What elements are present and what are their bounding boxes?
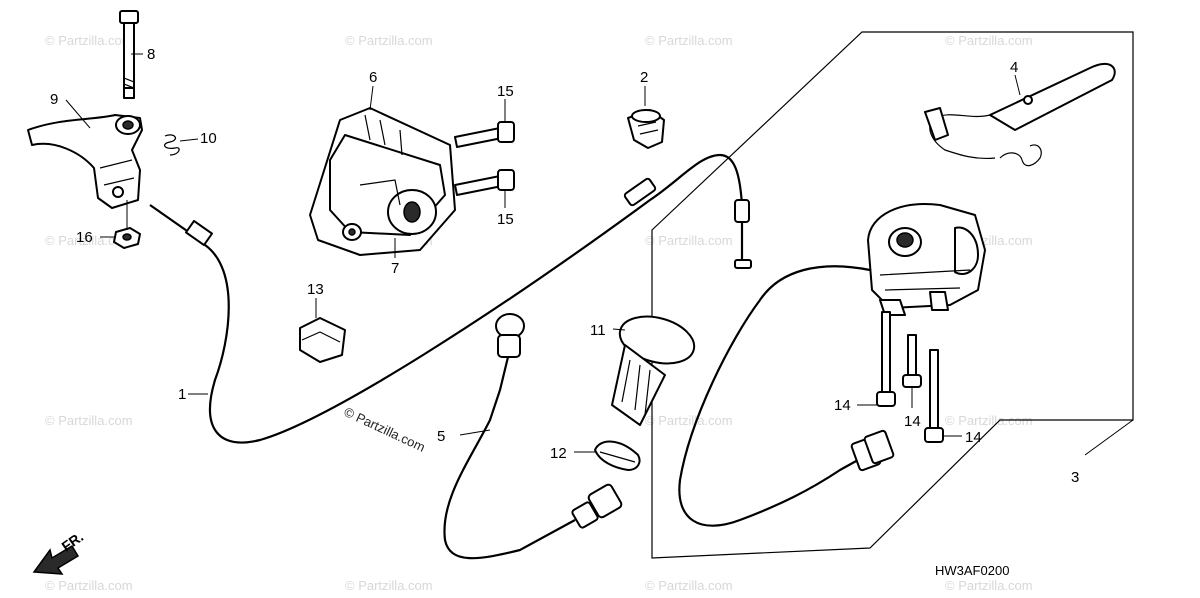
callout-label: 10 xyxy=(200,130,217,147)
callout-label: 15 xyxy=(497,83,514,100)
callout-label: 2 xyxy=(640,69,648,86)
callout-label: 8 xyxy=(147,46,155,63)
front-direction-arrow: FR. xyxy=(32,528,87,575)
leader-line xyxy=(1084,419,1134,456)
bolt-part-8 xyxy=(119,10,139,99)
watermark: © Partzilla.com xyxy=(645,233,733,248)
clamp-band-part-12 xyxy=(594,440,641,471)
callout-label: 9 xyxy=(50,91,58,108)
nut-part-16 xyxy=(113,200,141,249)
callout-label: 11 xyxy=(590,322,606,339)
leader-lines xyxy=(65,53,1021,453)
callout-label: 14 xyxy=(965,429,982,446)
watermark: © Partzilla.com xyxy=(645,413,733,428)
spring-part-10 xyxy=(163,134,180,156)
watermark: © Partzilla.com xyxy=(945,33,1033,48)
watermark: © Partzilla.com xyxy=(945,578,1033,593)
callout-label: 15 xyxy=(497,211,514,228)
watermark: © Partzilla.com xyxy=(45,33,133,48)
direction-label: FR. xyxy=(59,528,87,554)
cap-part-13 xyxy=(299,317,346,363)
watermark: © Partzilla.com xyxy=(945,413,1033,428)
screw-part-14 xyxy=(924,349,944,443)
callout-label: 3 xyxy=(1071,469,1079,486)
callout-label: 4 xyxy=(1010,59,1018,76)
throttle-cable-part-1 xyxy=(149,153,752,444)
switch-assembly-part-3 xyxy=(678,203,986,527)
screw-part-14 xyxy=(902,334,922,388)
callout-label: 7 xyxy=(391,260,399,277)
callout-label: 16 xyxy=(76,229,93,246)
callout-label: 12 xyxy=(550,445,567,462)
throttle-lever-part-9 xyxy=(27,114,143,209)
lanyard-part-4 xyxy=(924,62,1116,167)
callout-label: 5 xyxy=(437,428,445,445)
grommet-part-2 xyxy=(627,109,665,149)
watermark: © Partzilla.com xyxy=(345,33,433,48)
screw-part-14 xyxy=(876,311,896,407)
watermark: © Partzilla.com xyxy=(45,578,133,593)
drawing-code: HW3AF0200 xyxy=(935,563,1009,578)
screw-part-15 xyxy=(454,169,515,196)
callout-label: 14 xyxy=(904,413,921,430)
callout-label: 13 xyxy=(307,281,324,298)
wire-harness-part-5 xyxy=(443,313,623,560)
watermark: © Partzilla.com xyxy=(645,33,733,48)
callout-labels: 1 2 3 4 5 6 7 8 9 10 11 12 13 14 14 14 1… xyxy=(50,46,1079,486)
watermark-layer: © Partzilla.com © Partzilla.com © Partzi… xyxy=(45,33,1033,593)
screw-part-15 xyxy=(454,121,515,148)
callout-label: 1 xyxy=(178,386,186,403)
watermark: © Partzilla.com xyxy=(645,578,733,593)
callout-label: 6 xyxy=(369,69,377,86)
assembly-boundary xyxy=(651,31,1134,559)
watermark: © Partzilla.com xyxy=(45,413,133,428)
callout-label: 14 xyxy=(834,397,851,414)
watermark: © Partzilla.com xyxy=(345,578,433,593)
brand-watermark: © Partzilla.com xyxy=(342,404,428,455)
rubber-boot-part-11 xyxy=(611,315,696,426)
throttle-housing-part-6-7 xyxy=(309,107,456,256)
